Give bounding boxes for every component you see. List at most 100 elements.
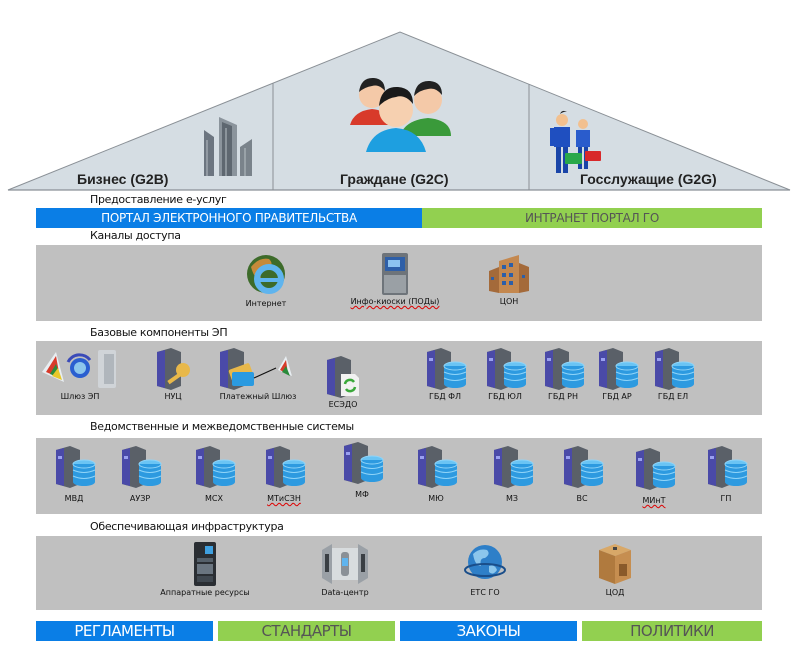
channel-info-kiosks[interactable]: Инфо-киоски (ПОДы) xyxy=(340,253,450,306)
server-database-icon xyxy=(344,442,384,484)
infra-label: ЕТС ГО xyxy=(470,588,500,597)
intranet-portal-bar[interactable]: ИНТРАНЕТ ПОРТАЛ ГО xyxy=(422,208,762,228)
foundation-policies[interactable]: ПОЛИТИКИ xyxy=(582,621,762,641)
foundation-standards[interactable]: СТАНДАРТЫ xyxy=(218,621,395,641)
server-database-icon xyxy=(545,348,585,390)
agency-system-label: МТиСЗН xyxy=(267,494,301,503)
intranet-portal-label: ИНТРАНЕТ ПОРТАЛ ГО xyxy=(525,211,659,225)
server-database-icon xyxy=(708,446,748,488)
hardware-rack-icon xyxy=(194,542,216,586)
agency-system-label: МВД xyxy=(64,494,84,503)
server-key-icon xyxy=(157,348,190,390)
agency-systems-title: Ведомственные и межведомственные системы xyxy=(90,420,354,433)
server-database-icon xyxy=(266,446,306,488)
agency-system-label: МИнТ xyxy=(642,496,666,505)
office-buildings-icon xyxy=(204,117,252,176)
data-processing-center-box-icon xyxy=(599,544,631,584)
agency-system-label: МЗ xyxy=(505,494,519,503)
server-database-icon xyxy=(56,446,96,488)
infrastructure-band xyxy=(36,536,762,610)
channels-title: Каналы доступа xyxy=(90,229,181,242)
agency-system-2[interactable]: АУЗР xyxy=(114,446,166,503)
foundation-label: ПОЛИТИКИ xyxy=(630,622,714,640)
channel-con[interactable]: ЦОН xyxy=(484,253,534,306)
citizens-group-icon xyxy=(350,77,451,152)
data-center-icon xyxy=(322,544,368,584)
base-component-label: Платежный Шлюз xyxy=(219,392,297,401)
base-component-5[interactable]: ГБД ФЛ xyxy=(420,348,470,401)
base-component-label: ГБД АР xyxy=(602,392,632,401)
agency-system-1[interactable]: МВД xyxy=(48,446,100,503)
base-component-9[interactable]: ГБД ЕЛ xyxy=(648,348,698,401)
civil-servants-icon xyxy=(550,110,601,173)
base-component-2[interactable]: НУЦ xyxy=(148,348,198,401)
agency-system-label: МСХ xyxy=(205,494,223,503)
infra-label: ЦОД xyxy=(605,588,625,597)
internet-explorer-globe-icon xyxy=(247,255,285,294)
base-component-label: ГБД ЕЛ xyxy=(657,392,689,401)
roof-triangle xyxy=(7,31,791,191)
agency-system-label: ГП xyxy=(720,494,732,503)
agency-system-label: АУЗР xyxy=(129,494,151,503)
base-component-label: НУЦ xyxy=(164,392,182,401)
agency-system-7[interactable]: МЗ xyxy=(486,446,538,503)
agency-system-10[interactable]: ГП xyxy=(700,446,752,503)
base-component-7[interactable]: ГБД РН xyxy=(538,348,588,401)
base-component-label: ГБД ЮЛ xyxy=(488,392,522,401)
infra-label: Data-центр xyxy=(321,588,369,597)
agency-system-9[interactable]: МИнТ xyxy=(628,448,680,505)
infra-cod[interactable]: ЦОД xyxy=(590,542,640,597)
egov-portal-label: ПОРТАЛ ЭЛЕКТРОННОГО ПРАВИТЕЛЬСТВА xyxy=(101,211,357,225)
gateway-icon xyxy=(42,350,116,388)
base-component-4[interactable]: ЕСЭДО xyxy=(318,356,368,409)
globe-network-icon xyxy=(464,545,506,579)
channel-internet[interactable]: Интернет xyxy=(240,253,292,308)
roof-label-g2b: Бизнес (G2B) xyxy=(77,171,169,187)
foundation-label: СТАНДАРТЫ xyxy=(261,622,352,640)
base-component-1[interactable]: Шлюз ЭП xyxy=(40,348,120,401)
base-component-label: ГБД ФЛ xyxy=(428,392,462,401)
foundation-regulations[interactable]: РЕГЛАМЕНТЫ xyxy=(36,621,213,641)
base-component-label: ЕСЭДО xyxy=(328,400,358,409)
agency-system-3[interactable]: МСХ xyxy=(188,446,240,503)
roof-label-g2c: Граждане (G2C) xyxy=(340,171,449,187)
server-database-icon xyxy=(418,446,458,488)
server-database-icon xyxy=(564,446,604,488)
agency-system-6[interactable]: МЮ xyxy=(410,446,462,503)
server-database-icon xyxy=(122,446,162,488)
egov-portal-bar[interactable]: ПОРТАЛ ЭЛЕКТРОННОГО ПРАВИТЕЛЬСТВА xyxy=(36,208,422,228)
base-component-label: ГБД РН xyxy=(548,392,578,401)
base-component-3[interactable]: Платежный Шлюз xyxy=(218,348,298,401)
infra-data-center[interactable]: Data-центр xyxy=(315,542,375,597)
agency-system-label: МЮ xyxy=(428,494,444,503)
foundation-laws[interactable]: ЗАКОНЫ xyxy=(400,621,577,641)
services-title: Предоставление е-услуг xyxy=(90,193,227,206)
infra-etc-go[interactable]: ЕТС ГО xyxy=(460,542,510,597)
base-component-label: Шлюз ЭП xyxy=(60,392,100,401)
server-database-icon xyxy=(494,446,534,488)
server-database-icon xyxy=(487,348,527,390)
roof-label-g2g: Госслужащие (G2G) xyxy=(580,171,717,187)
infra-hardware[interactable]: Аппаратные ресурсы xyxy=(150,542,260,597)
server-database-icon xyxy=(427,348,467,390)
server-document-sync-icon xyxy=(327,356,359,398)
agency-system-8[interactable]: ВС xyxy=(556,446,608,503)
server-database-icon xyxy=(599,348,639,390)
infrastructure-title: Обеспечивающая инфраструктура xyxy=(90,520,284,533)
server-database-icon xyxy=(655,348,695,390)
base-component-8[interactable]: ГБД АР xyxy=(592,348,642,401)
info-kiosk-icon xyxy=(382,253,408,295)
server-database-icon xyxy=(636,448,676,490)
foundation-label: РЕГЛАМЕНТЫ xyxy=(74,622,175,640)
channel-label: Инфо-киоски (ПОДы) xyxy=(350,297,440,306)
agency-system-5[interactable]: МФ xyxy=(336,442,388,499)
channel-label: Интернет xyxy=(245,299,287,308)
agency-system-4[interactable]: МТиСЗН xyxy=(258,446,310,503)
base-components-title: Базовые компоненты ЭП xyxy=(90,326,228,339)
base-component-6[interactable]: ГБД ЮЛ xyxy=(480,348,530,401)
agency-system-label: МФ xyxy=(355,490,369,499)
payment-gateway-icon xyxy=(220,348,292,390)
service-center-building-icon xyxy=(489,255,529,293)
foundation-label: ЗАКОНЫ xyxy=(456,622,521,640)
channel-label: ЦОН xyxy=(499,297,519,306)
